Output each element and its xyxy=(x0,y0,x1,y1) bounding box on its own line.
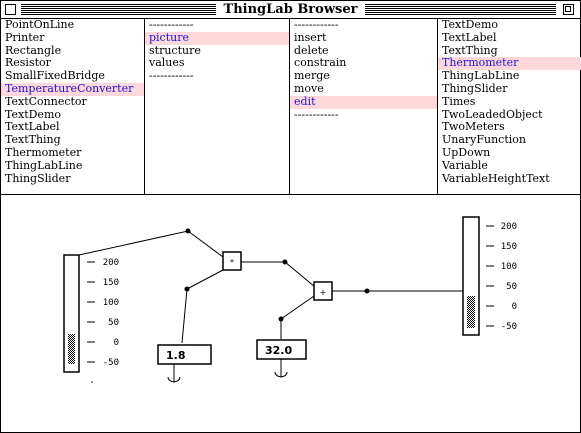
pane1-item[interactable]: PointOnLine xyxy=(5,19,75,31)
fahrenheit-thermometer[interactable] xyxy=(462,216,480,336)
pane4-item[interactable]: TwoLeadedObject xyxy=(442,107,543,121)
pane2-item[interactable]: ------------ xyxy=(149,69,194,83)
factor-value: 1.8 xyxy=(166,349,186,362)
celsius-scale: 200 150 100 50 0 -50 xyxy=(87,258,119,368)
title-bar[interactable]: ThingLab Browser xyxy=(1,1,580,19)
wire-times-to-plus xyxy=(241,261,316,288)
node-point[interactable] xyxy=(185,228,191,234)
pane2-item[interactable]: picture xyxy=(145,31,290,45)
celsius-thermometer[interactable] xyxy=(63,254,80,373)
scale-label: 50 xyxy=(108,318,119,328)
times-operator[interactable]: * xyxy=(222,251,242,271)
pane3-item[interactable]: ------------ xyxy=(294,107,339,121)
pane1-item[interactable]: Printer xyxy=(5,30,45,44)
pane4-item[interactable]: TextLabel xyxy=(442,30,497,44)
pane1-item[interactable]: TemperatureConverter xyxy=(1,82,144,96)
scale-label: 200 xyxy=(501,222,517,232)
node-point[interactable] xyxy=(184,286,190,292)
pane2-item[interactable]: ------------ xyxy=(149,19,194,31)
pane4-item[interactable]: TwoMeters xyxy=(442,120,505,134)
celsius-thermometer-fill xyxy=(68,334,75,364)
plus-operator-label: + xyxy=(320,288,327,297)
offset-anchor-icon xyxy=(274,359,288,378)
pane4-item[interactable]: TextDemo xyxy=(442,19,498,31)
scale-label: 100 xyxy=(103,298,119,308)
pane4-item[interactable]: ThingLabLine xyxy=(442,69,520,83)
pane4-item[interactable]: Variable xyxy=(442,158,488,172)
pane1-item[interactable]: TextLabel xyxy=(5,120,60,134)
pane3-item[interactable]: merge xyxy=(294,69,330,83)
pane2-item[interactable]: structure xyxy=(149,43,201,57)
plus-operator[interactable]: + xyxy=(313,281,333,301)
offset-value-box[interactable]: 32.0 xyxy=(256,339,307,360)
factor-anchor-icon xyxy=(167,364,181,383)
pane4-item[interactable]: Times xyxy=(442,94,476,108)
wire-factor-to-times xyxy=(181,269,224,344)
pane1-item[interactable]: SmallFixedBridge xyxy=(5,69,105,83)
pane4-item[interactable]: UnaryFunction xyxy=(442,133,526,147)
pane1-item[interactable]: Thermometer xyxy=(5,145,82,159)
scale-label: -50 xyxy=(501,322,517,332)
pane3-item[interactable]: move xyxy=(294,81,324,95)
pane3-item[interactable]: ------------ xyxy=(294,19,339,31)
pane1-item[interactable]: Rectangle xyxy=(5,43,62,57)
pane1-item[interactable]: Resistor xyxy=(5,56,51,70)
pane3-item[interactable]: constrain xyxy=(294,56,347,70)
pane2-item[interactable]: values xyxy=(149,56,185,70)
scale-label: 200 xyxy=(103,258,119,268)
wire-celsius-to-times xyxy=(78,230,224,258)
pane3-item[interactable]: delete xyxy=(294,43,329,57)
picture-drawing: * + 1.8 32.0 xyxy=(63,216,517,383)
picture-canvas[interactable]: * + 1.8 32.0 xyxy=(1,195,580,432)
offset-value: 32.0 xyxy=(265,344,292,357)
zoom-box-icon[interactable] xyxy=(563,4,574,15)
times-operator-label: * xyxy=(230,258,234,267)
scale-label: 150 xyxy=(103,278,119,288)
node-point[interactable] xyxy=(278,316,284,322)
pane4-item[interactable]: VariableHeightText xyxy=(442,171,550,185)
pane4-item[interactable]: ThingSlider xyxy=(442,81,508,95)
window-title: ThingLab Browser xyxy=(215,1,366,18)
pane3-item[interactable]: insert xyxy=(294,30,327,44)
scale-label: -50 xyxy=(103,358,119,368)
pane1-item[interactable]: TextConnector xyxy=(5,94,87,108)
pane3-item[interactable]: edit xyxy=(290,95,438,109)
node-point[interactable] xyxy=(282,259,288,265)
pane4-item[interactable]: Thermometer xyxy=(438,57,581,71)
node-point[interactable] xyxy=(364,288,370,294)
pane1-item[interactable]: TextThing xyxy=(5,133,61,147)
scale-label: 100 xyxy=(501,262,517,272)
scale-label: 50 xyxy=(506,282,517,292)
pane1-item[interactable]: ThingSlider xyxy=(5,171,71,185)
scale-label: 0 xyxy=(512,302,517,312)
scale-label: 150 xyxy=(501,242,517,252)
pane1-item[interactable]: TextDemo xyxy=(5,107,61,121)
pane4-item[interactable]: TextThing xyxy=(442,43,498,57)
celsius-anchor-dot xyxy=(91,381,93,383)
factor-value-box[interactable]: 1.8 xyxy=(157,344,212,365)
pane1-item[interactable]: ThingLabLine xyxy=(5,158,83,172)
scale-label: 0 xyxy=(114,338,119,348)
close-box-icon[interactable] xyxy=(5,4,16,15)
wire-offset-to-plus xyxy=(280,295,315,339)
fahrenheit-scale: 200 150 100 50 0 -50 xyxy=(486,222,517,332)
fahrenheit-thermometer-fill xyxy=(467,296,475,328)
pane4-item[interactable]: UpDown xyxy=(442,145,491,159)
